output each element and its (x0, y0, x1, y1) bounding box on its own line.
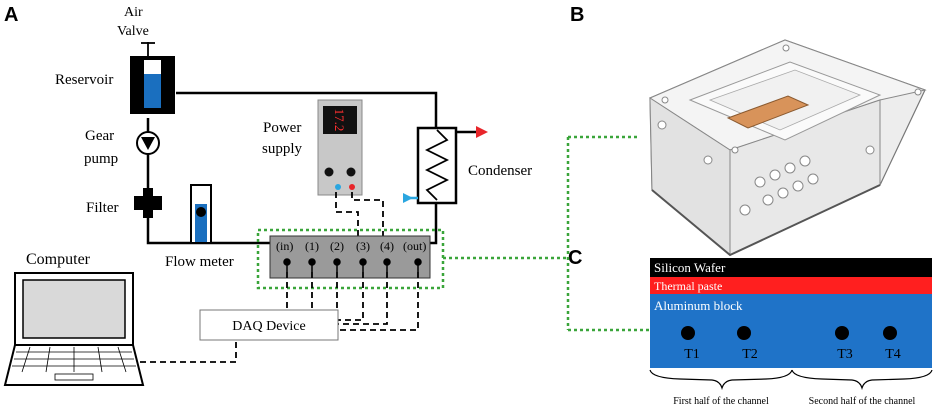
thermocouple-dots (681, 326, 897, 340)
thermocouple-t4-label: T4 (885, 347, 901, 362)
filter-icon (134, 188, 162, 218)
channel-half-braces (649, 369, 933, 391)
port-2-label: (2) (330, 239, 344, 253)
test-section (256, 228, 445, 290)
panel-letter-b: B (570, 4, 584, 26)
power-supply-display: 17.2 (332, 109, 347, 132)
daq-device-label: DAQ Device (232, 319, 305, 334)
gear-pump-label-line2: pump (84, 151, 118, 167)
port-4-label: (4) (380, 239, 394, 253)
computer-label: Computer (26, 251, 91, 268)
port-in-label: (in) (276, 239, 293, 253)
power-supply-label-line2: supply (262, 141, 303, 157)
air-valve-icon (141, 42, 155, 56)
panel-connectors (443, 135, 650, 332)
test-section-3d-render (648, 39, 927, 257)
gear-pump-label-line1: Gear (85, 128, 114, 144)
flow-meter-label: Flow meter (165, 254, 234, 270)
flow-meter-icon (190, 184, 212, 244)
port-labels: (in) (1) (2) (3) (4) (out) (276, 239, 426, 253)
power-supply-icon: 17.2 (317, 99, 363, 196)
port-sensors (283, 258, 422, 272)
panel-letter-c: C (568, 247, 582, 269)
second-half-label: Second half of the channel (809, 396, 916, 407)
port-3-label: (3) (356, 239, 370, 253)
thermocouple-t2-label: T2 (742, 347, 758, 362)
layer-label-silicon-wafer: Silicon Wafer (654, 260, 726, 275)
port-1-label: (1) (305, 239, 319, 253)
reservoir-label: Reservoir (55, 72, 113, 88)
layer-label-thermal-paste: Thermal paste (654, 279, 722, 293)
daq-device-box (199, 309, 339, 341)
thermocouple-labels: T1 T2 T3 T4 (684, 347, 901, 362)
cross-section (650, 258, 932, 368)
layer-silicon-wafer (650, 258, 932, 277)
thermocouple-t1-label: T1 (684, 347, 700, 362)
computer-daq-link (140, 340, 237, 363)
power-leads (335, 192, 384, 238)
layer-thermal-paste (650, 277, 932, 294)
panel-letter-a: A (4, 4, 18, 26)
computer-icon (3, 272, 145, 386)
power-supply-label-line1: Power (263, 120, 301, 136)
air-valve-label-line1: Air (124, 5, 143, 20)
condenser-label: Condenser (468, 163, 532, 179)
first-half-label: First half of the channel (673, 396, 769, 407)
filter-label: Filter (86, 200, 119, 216)
air-valve-label-line2: Valve (117, 24, 149, 39)
sensor-leads (286, 272, 419, 331)
layer-label-aluminum-block: Aluminum block (654, 298, 743, 313)
reservoir-icon (130, 56, 175, 114)
gear-pump-icon (136, 131, 160, 155)
condenser-icon (403, 126, 488, 205)
thermocouple-t3-label: T3 (837, 347, 853, 362)
port-out-label: (out) (403, 239, 426, 253)
